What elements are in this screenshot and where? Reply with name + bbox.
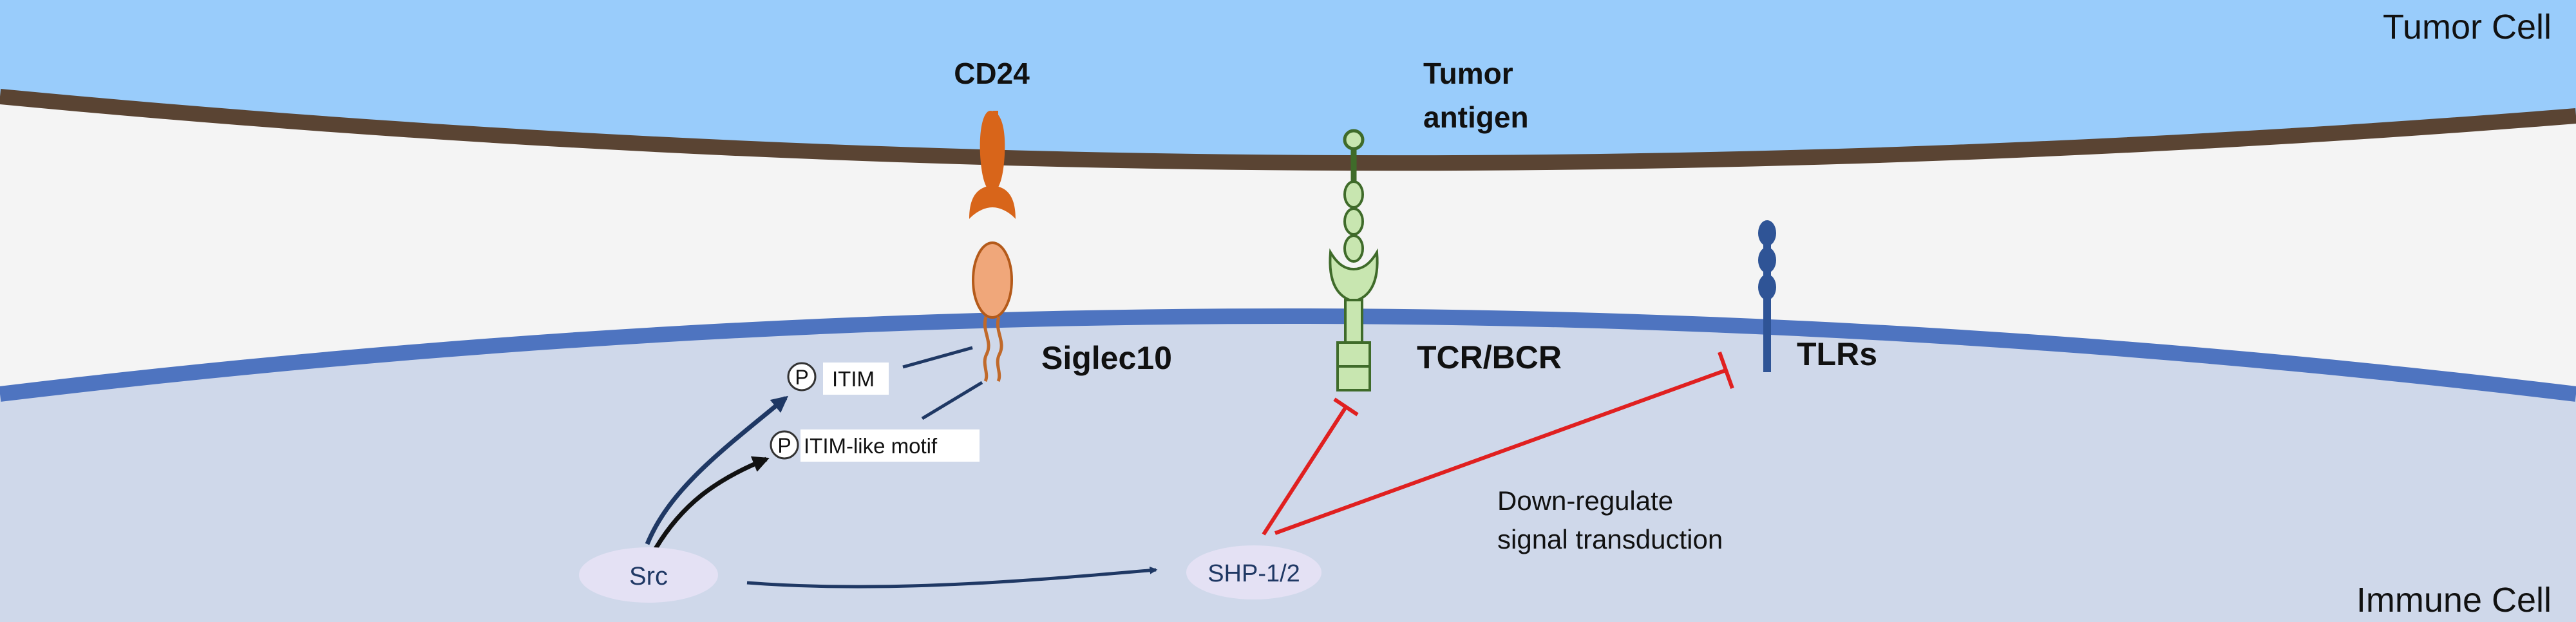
immune-cell-label: Immune Cell: [2356, 581, 2552, 619]
tumor-cell-label: Tumor Cell: [2383, 8, 2552, 46]
shp-label: SHP-1/2: [1208, 560, 1300, 587]
annotation-line2: signal transduction: [1497, 524, 1723, 554]
shp-inhibits-tcr-bcr: [1262, 397, 1359, 536]
tcr-bcr-receptor: TCR/BCR: [1329, 248, 1562, 391]
itim-connector: [902, 346, 973, 369]
phospho-icon: [787, 362, 817, 391]
itim-like-motif: P ITIM-like motif: [770, 429, 980, 462]
cd24-molecule: CD24: [954, 57, 1030, 219]
tumor-antigen: Tumor antigen: [1343, 57, 1529, 263]
itim-motif: P ITIM: [787, 362, 889, 395]
siglec10-label: Siglec10: [1041, 340, 1172, 376]
tumor-antigen-label-line2: antigen: [1423, 100, 1529, 134]
cd24-label: CD24: [954, 57, 1030, 90]
itim-like-label: ITIM-like motif: [804, 434, 938, 458]
phospho-symbol: P: [795, 366, 808, 389]
src-node: Src: [579, 547, 718, 603]
immune-cell-membrane: [0, 308, 2576, 402]
immune-cell-region: [0, 316, 2576, 622]
tumor-antigen-label-line1: Tumor: [1423, 57, 1513, 90]
src-label: Src: [629, 562, 668, 590]
src-to-itim-like-arrow: [653, 456, 770, 550]
tcr-bcr-label: TCR/BCR: [1417, 339, 1562, 375]
itim-like-connector: [921, 381, 983, 420]
src-to-shp-arrow: [746, 566, 1158, 589]
itim-label: ITIM: [832, 367, 875, 391]
shp-inhibits-tlrs: [1274, 351, 1734, 535]
tumor-cell-membrane: [0, 89, 2576, 171]
tlrs-receptor: TLRs: [1758, 220, 1877, 372]
src-to-itim-arrow: [645, 395, 789, 545]
annotation-line1: Down-regulate: [1497, 485, 1673, 516]
siglec10-receptor: Siglec10: [972, 241, 1172, 382]
tlrs-label: TLRs: [1797, 336, 1877, 372]
tumor-cell-region: [0, 0, 2576, 164]
phospho-icon: [770, 430, 799, 460]
phospho-symbol: P: [777, 434, 791, 457]
shp-node: SHP-1/2: [1186, 545, 1321, 599]
